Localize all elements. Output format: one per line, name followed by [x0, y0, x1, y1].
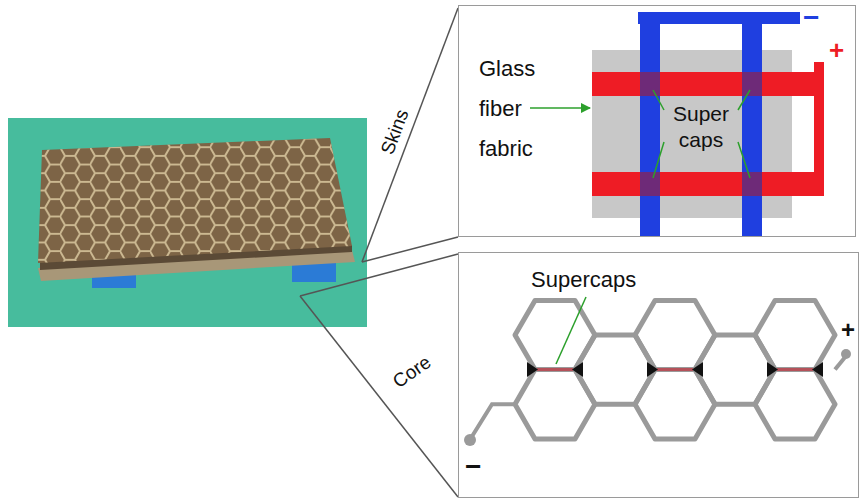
supercap-wall [537, 368, 573, 371]
leader-line [300, 296, 458, 497]
annotation-text: − [803, 4, 819, 32]
zoom-label: Skins [377, 106, 414, 157]
positive-electrode [592, 172, 824, 196]
honeycomb [515, 300, 835, 439]
pointer-arrow [530, 107, 590, 109]
panel-label: Glass fiber fabric [479, 49, 549, 169]
pointer-line [653, 90, 664, 110]
negative-electrode [640, 12, 660, 237]
supercap-overlap [742, 172, 762, 196]
top-skin [38, 138, 352, 263]
skin-schematic [530, 12, 824, 237]
hex-pattern [38, 138, 352, 263]
pointer-line [556, 297, 586, 364]
annotation-text: + [841, 317, 855, 343]
annotation-text: Super caps [661, 101, 741, 153]
supercap-overlap [640, 72, 660, 96]
bond-triangle [572, 362, 583, 377]
bond-triangle [812, 362, 823, 377]
terminal-wire [471, 404, 515, 438]
negative-electrode [742, 12, 762, 237]
bond-triangle [527, 362, 538, 377]
supercap-overlap [640, 172, 660, 196]
pointer-line [738, 90, 750, 110]
annotation-text: + [829, 36, 844, 64]
panel-label: Supercaps [531, 267, 636, 293]
panel-box: Supercaps + − [458, 252, 859, 498]
panel-photo [8, 118, 367, 327]
supercap-overlap [742, 72, 762, 96]
bond-triangle [647, 362, 658, 377]
bond-triangle [767, 362, 778, 377]
pointer-line [738, 142, 750, 178]
hex-cell [695, 335, 775, 404]
core-schematic [464, 297, 851, 446]
pointer-lines [653, 90, 750, 178]
terminal-dot [841, 349, 851, 359]
leader-lines [300, 8, 458, 497]
leader-line [362, 8, 458, 262]
pointer-line [653, 142, 664, 178]
bond-triangles [527, 362, 823, 377]
terminal-dot [464, 434, 476, 446]
panel-box: Glass fiber fabric Super caps −+ [458, 5, 856, 237]
zoom-label: Core [389, 351, 435, 393]
negative-bus [638, 12, 800, 24]
supercap-wall [657, 368, 693, 371]
positive-bus [814, 62, 824, 196]
supercap-wall [777, 368, 813, 371]
annotation-text: − [465, 453, 481, 481]
hex-cell [575, 335, 655, 404]
leader-line [300, 254, 458, 296]
bond-triangle [692, 362, 703, 377]
positive-electrode [592, 72, 824, 96]
photo-ground [8, 118, 367, 327]
